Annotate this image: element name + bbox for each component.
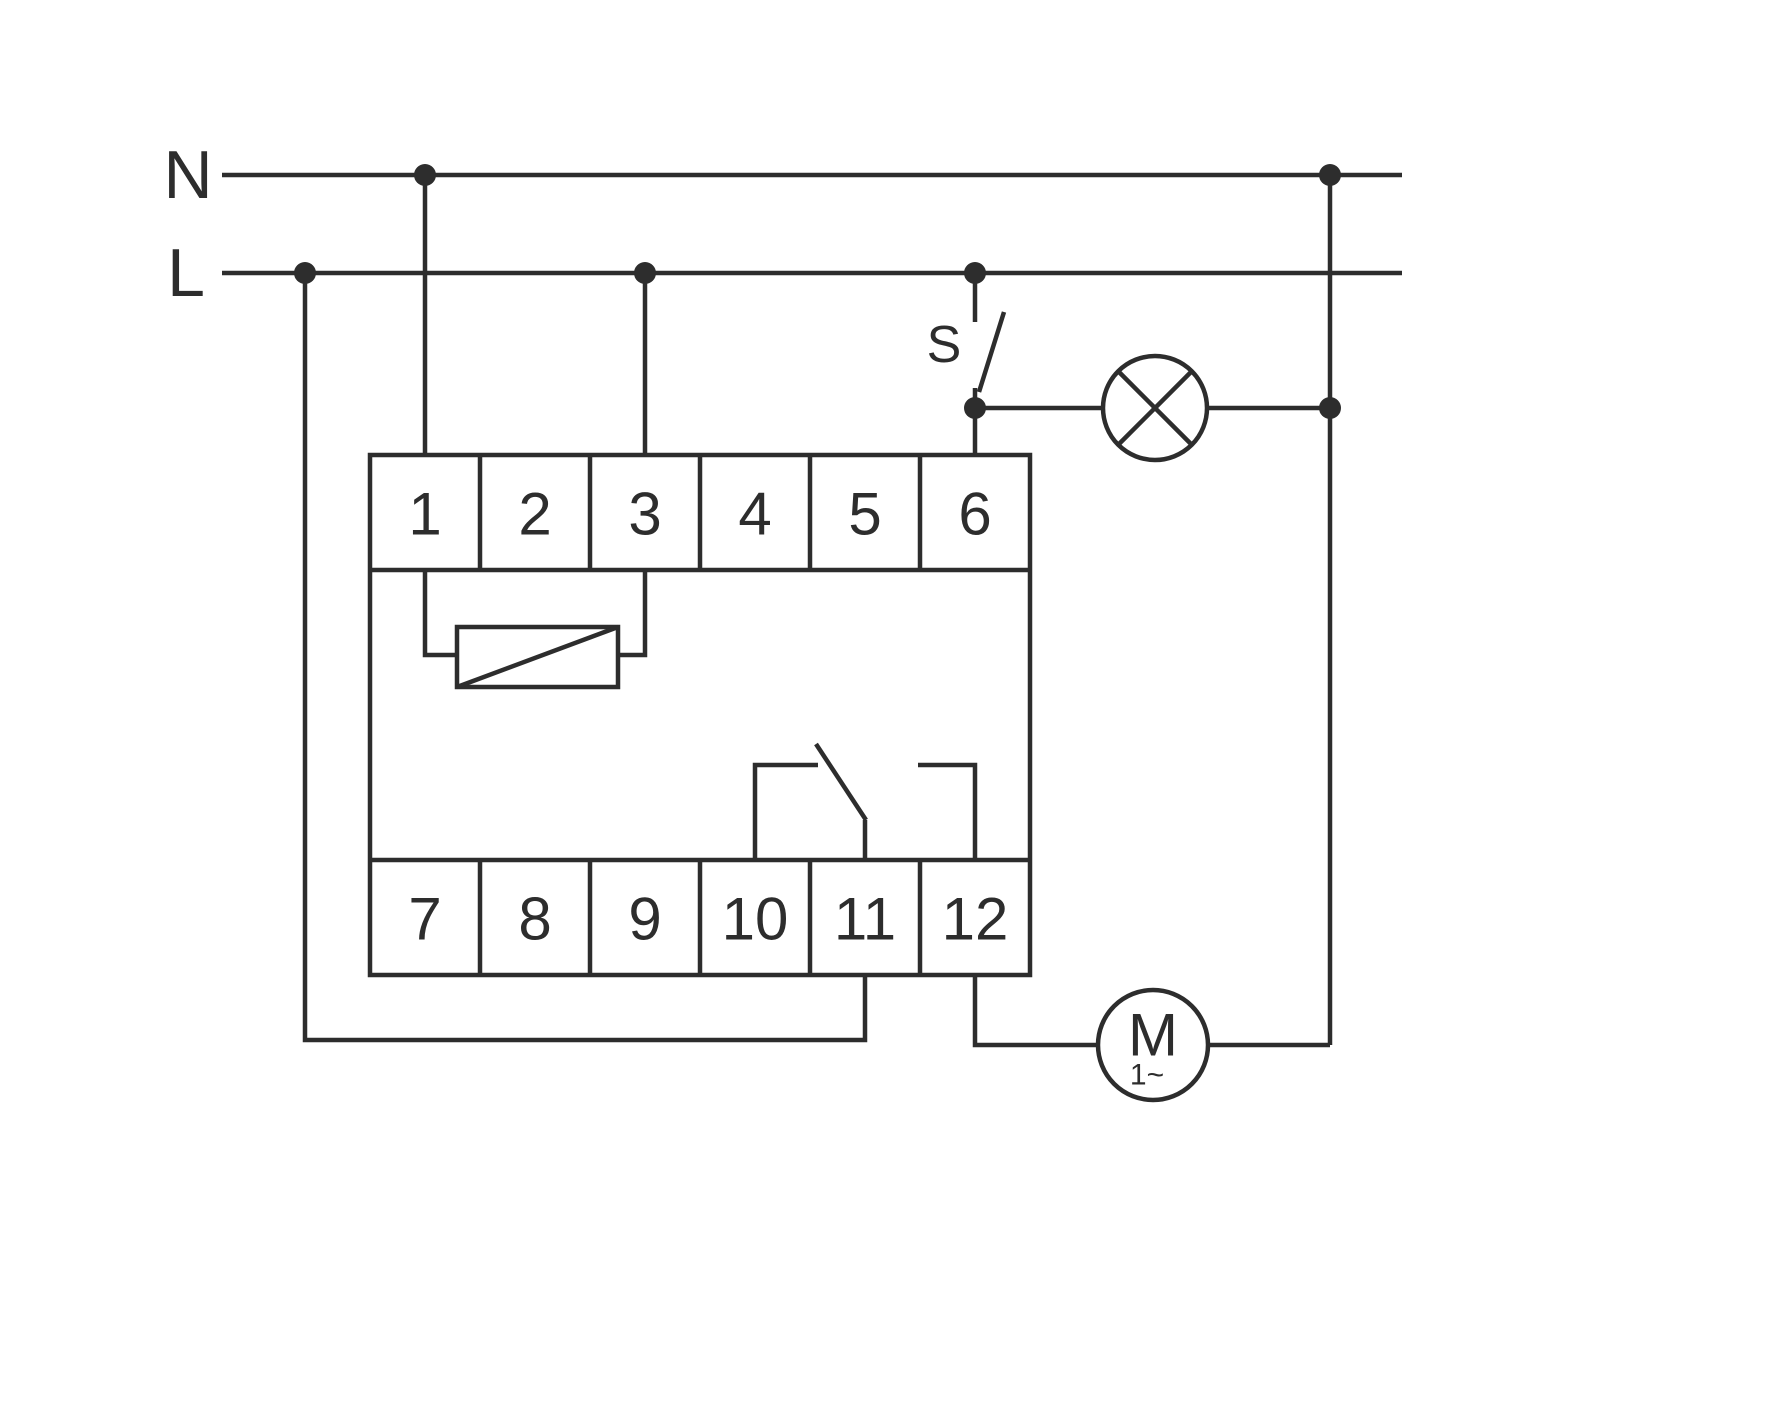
terminal-label-2: 2 bbox=[518, 481, 551, 548]
bottom-terminal-labels: 7 8 9 10 11 12 bbox=[408, 886, 1008, 953]
switch-label: S bbox=[927, 316, 962, 374]
lamp-branch bbox=[975, 353, 1330, 463]
feed-wires bbox=[302, 175, 1333, 1045]
relay-contact-symbol bbox=[752, 742, 978, 860]
junction-dot bbox=[964, 262, 986, 284]
switch-blade bbox=[976, 311, 1007, 393]
contact-lead-terminal12 bbox=[918, 762, 978, 860]
junction-dot bbox=[1319, 397, 1341, 419]
junction-dot bbox=[414, 164, 436, 186]
motor-left-lead bbox=[972, 975, 1098, 1048]
motor-icon: M 1~ bbox=[1095, 987, 1211, 1103]
lamp-cross-line-2 bbox=[1116, 369, 1194, 447]
terminal-label-1: 1 bbox=[408, 481, 441, 548]
timer-coil-symbol bbox=[422, 570, 648, 690]
motor-branch: M 1~ bbox=[972, 975, 1330, 1103]
switch-s: S bbox=[927, 273, 1007, 455]
terminal-label-10: 10 bbox=[722, 886, 789, 953]
bottom-terminal-dividers bbox=[477, 860, 923, 975]
junction-dot bbox=[964, 397, 986, 419]
coil-box bbox=[454, 624, 621, 690]
line-rail-label: L bbox=[167, 235, 205, 311]
coil-diagonal bbox=[456, 624, 619, 690]
terminal-label-8: 8 bbox=[518, 886, 551, 953]
contact-lead-terminal10 bbox=[752, 762, 818, 860]
top-terminal-dividers bbox=[477, 455, 923, 570]
junction-dot bbox=[294, 262, 316, 284]
coil-right-lead bbox=[618, 570, 648, 658]
terminal-label-12: 12 bbox=[942, 886, 1009, 953]
terminal-label-6: 6 bbox=[958, 481, 991, 548]
device-body: 1 2 3 4 5 6 7 8 9 10 11 12 bbox=[367, 452, 1033, 978]
contact-blade bbox=[814, 742, 868, 822]
motor-label: M bbox=[1128, 1002, 1178, 1069]
junction-dot bbox=[634, 262, 656, 284]
terminal-label-9: 9 bbox=[628, 886, 661, 953]
terminal-label-11: 11 bbox=[834, 886, 896, 953]
terminal-label-3: 3 bbox=[628, 481, 661, 548]
neutral-rail-label: N bbox=[163, 137, 212, 213]
terminal-label-4: 4 bbox=[738, 481, 771, 548]
terminal-label-5: 5 bbox=[848, 481, 881, 548]
coil-left-lead bbox=[422, 570, 457, 658]
motor-phase-label: 1~ bbox=[1130, 1059, 1164, 1092]
terminal-label-7: 7 bbox=[408, 886, 441, 953]
power-rails: N L bbox=[163, 137, 1402, 311]
lamp-icon bbox=[1100, 353, 1210, 463]
junction-dot bbox=[1319, 164, 1341, 186]
junction-dots bbox=[294, 164, 1341, 419]
wire-l-to-terminal11 bbox=[302, 273, 868, 1043]
top-terminal-labels: 1 2 3 4 5 6 bbox=[408, 481, 991, 548]
